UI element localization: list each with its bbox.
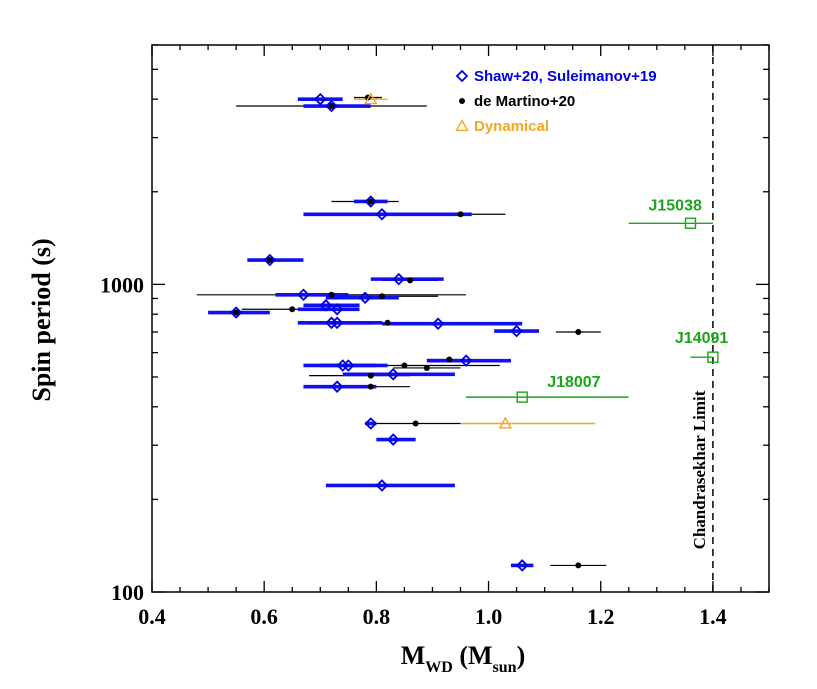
diamond-marker [297, 288, 310, 302]
dot-marker [367, 372, 374, 379]
dot-marker [412, 420, 419, 427]
plot-frame [151, 44, 770, 593]
diamond-marker [455, 69, 469, 83]
x-tick-label: 0.6 [250, 604, 278, 629]
dot-marker [407, 277, 414, 284]
diamond-marker [431, 317, 445, 330]
x-tick-label: 0.8 [363, 604, 391, 629]
diamond-marker [386, 433, 400, 446]
dot-marker [233, 309, 240, 316]
dot-marker [575, 329, 582, 336]
diamond-marker [358, 291, 372, 304]
dot-marker [266, 257, 273, 264]
y-tick-label: 1000 [100, 272, 144, 297]
triangle-marker [498, 416, 513, 429]
diamond-marker [386, 368, 400, 381]
dot-marker [459, 98, 465, 104]
diamond-marker [313, 92, 327, 106]
dot-marker [328, 103, 335, 110]
diamond-marker [392, 272, 406, 286]
diamond-marker [229, 306, 243, 319]
x-tick-label: 1.4 [699, 604, 727, 629]
triangle-marker [364, 92, 378, 105]
diamond-marker [330, 380, 344, 393]
diamond-marker [510, 324, 523, 338]
y-axis-title: Spin period (s) [27, 238, 56, 401]
x-axis-title-mid: (M [453, 641, 493, 670]
diamond-marker [364, 195, 378, 208]
dot-marker [289, 306, 296, 313]
x-tick-label: 1.2 [587, 604, 615, 629]
point-label: J14091 [675, 330, 728, 347]
dot-marker [575, 562, 582, 569]
legend-entry: de Martino+20 [474, 93, 575, 110]
x-tick-label: 1.0 [475, 604, 503, 629]
dot-marker [367, 383, 374, 390]
diamond-marker [263, 253, 277, 267]
diamond-marker [330, 316, 344, 330]
y-tick-label: 100 [111, 580, 144, 605]
square-marker [516, 391, 528, 403]
legend: Shaw+20, Suleimanov+19 de Martino+20Dynam… [455, 68, 657, 135]
diamond-marker [375, 208, 389, 221]
x-axis-title-sub1: WD [425, 659, 453, 676]
x-axis-title-end: ) [517, 641, 526, 670]
dot-marker [328, 291, 335, 298]
point-label: J18007 [547, 374, 600, 391]
square-marker [707, 351, 719, 363]
dot-marker [378, 293, 385, 300]
x-axis-title: MWD (Msun) [401, 641, 526, 676]
diamond-marker [325, 99, 338, 113]
legend-entry: Dynamical [474, 118, 549, 135]
diamond-marker [319, 299, 333, 312]
plot-border [151, 44, 770, 593]
legend-entry: Shaw+20, Suleimanov+19 [474, 68, 657, 85]
axis-ticks: 0.4 0.6 0.8 1.0 1.2 1.4 100 1000 [100, 44, 770, 629]
square-marker [684, 217, 697, 229]
dot-marker [446, 356, 453, 363]
dot-marker [457, 211, 464, 218]
diamond-marker [330, 302, 344, 316]
dot-marker [384, 319, 391, 326]
chandrasekhar-limit-label: Chandrasekhar Limit [690, 390, 709, 549]
data-marks: Chandrasekhar Limit [196, 45, 719, 592]
x-axis-title-sub2: sun [493, 659, 517, 676]
diamond-marker [364, 417, 378, 430]
point-label: J15038 [648, 197, 701, 214]
x-axis-title-main: M [401, 641, 426, 670]
diamond-marker [515, 559, 529, 572]
dot-marker [401, 362, 408, 369]
dot-marker [367, 198, 374, 205]
diamond-marker [342, 359, 355, 372]
diamond-marker [459, 354, 473, 367]
dot-marker [423, 364, 430, 371]
x-tick-label: 0.4 [138, 604, 166, 629]
diamond-marker [375, 479, 389, 492]
triangle-marker [455, 119, 469, 132]
